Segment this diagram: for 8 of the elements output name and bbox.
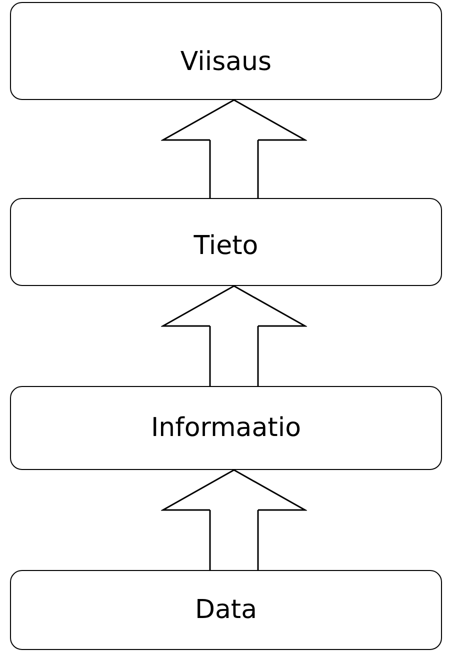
box-label: Data (194, 595, 258, 625)
box-label: Viisaus (180, 47, 272, 77)
rounded-box (10, 2, 442, 100)
box-label: Informaatio (151, 413, 301, 443)
box-label: Tieto (194, 231, 258, 261)
rounded-box (10, 198, 442, 286)
rounded-box (10, 386, 442, 470)
rounded-box (10, 570, 442, 650)
